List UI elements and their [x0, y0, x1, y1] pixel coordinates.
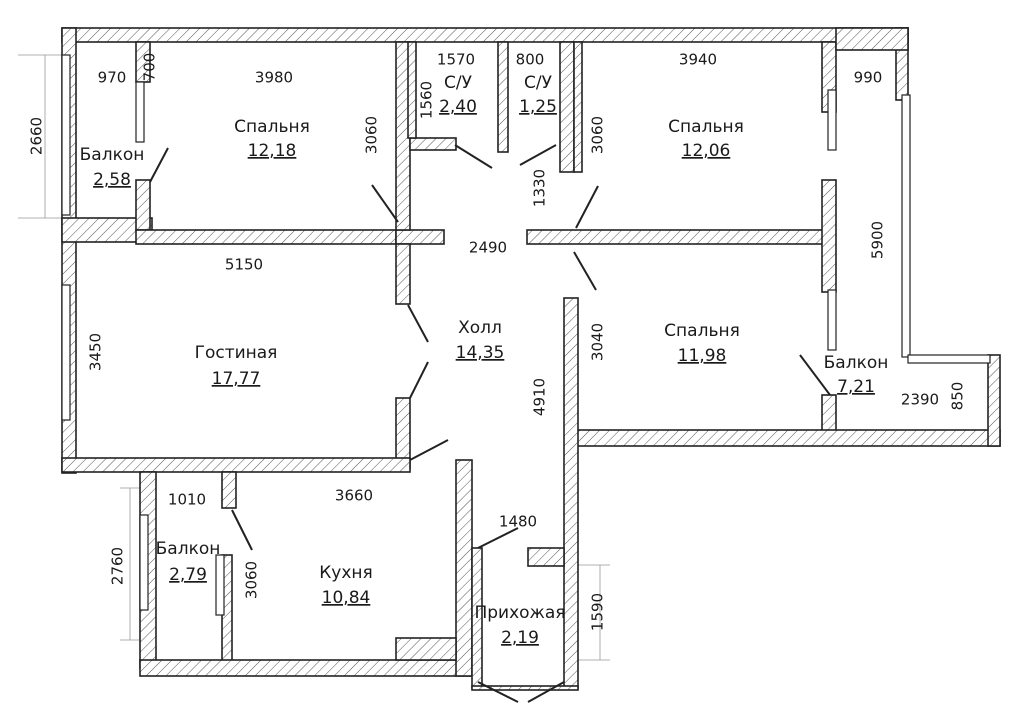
dimension-label: 2660 — [28, 117, 46, 155]
dimension-label: 990 — [854, 69, 883, 87]
dimension-label: 5150 — [225, 256, 263, 274]
balcony-1-area: 2,58 — [93, 170, 131, 190]
balcony-2-area: 7,21 — [837, 377, 875, 397]
balcony-3-name: Балкон — [156, 539, 221, 559]
dimension-label: 3940 — [679, 51, 717, 69]
dimension-label: 3060 — [243, 561, 261, 599]
bedroom-1-name: Спальня — [234, 117, 310, 137]
dimension-label: 2490 — [469, 239, 507, 257]
bath-1-area: 2,40 — [439, 97, 477, 117]
dimension-label: 3450 — [87, 333, 105, 371]
dimension-label: 1330 — [531, 169, 549, 207]
dimension-label: 850 — [949, 382, 967, 411]
dimension-label: 3980 — [255, 69, 293, 87]
bath-1-name: С/У — [444, 73, 473, 93]
hall-area: 14,35 — [456, 343, 505, 363]
kitchen-area: 10,84 — [322, 588, 371, 608]
balcony-2-name: Балкон — [824, 353, 889, 373]
dimension-label: 700 — [141, 53, 159, 82]
bath-2-area: 1,25 — [519, 97, 557, 117]
dimension-guides — [18, 54, 610, 661]
living-name: Гостиная — [195, 343, 278, 363]
kitchen-name: Кухня — [319, 563, 373, 583]
dimension-label: 3660 — [335, 487, 373, 505]
dimension-label: 2390 — [901, 391, 939, 409]
dimension-label: 2760 — [109, 547, 127, 585]
dimension-label: 1480 — [499, 513, 537, 531]
dimension-label: 1570 — [437, 51, 475, 69]
bath-2-name: С/У — [524, 73, 553, 93]
bedroom-3-name: Спальня — [664, 321, 740, 341]
dimension-label: 3060 — [363, 116, 381, 154]
dimension-label: 800 — [516, 51, 545, 69]
dimension-label: 1560 — [418, 81, 436, 119]
windows — [61, 54, 991, 616]
bedroom-3-area: 11,98 — [678, 346, 727, 366]
bedroom-2-name: Спальня — [668, 117, 744, 137]
dimension-label: 1590 — [589, 593, 607, 631]
hall-name: Холл — [458, 318, 502, 338]
dimension-label: 3040 — [589, 323, 607, 361]
entrance-area: 2,19 — [501, 628, 539, 648]
living-area: 17,77 — [212, 369, 261, 389]
bedroom-2-area: 12,06 — [682, 141, 731, 161]
doors — [149, 144, 831, 703]
dimension-label: 4910 — [531, 378, 549, 416]
dimension-label: 5900 — [869, 221, 887, 259]
dimension-label: 970 — [98, 69, 127, 87]
balcony-1-name: Балкон — [80, 145, 145, 165]
dimension-label: 1010 — [168, 491, 206, 509]
dimension-label: 3060 — [589, 116, 607, 154]
bedroom-1-area: 12,18 — [248, 141, 297, 161]
balcony-3-area: 2,79 — [169, 565, 207, 585]
entrance-name: Прихожая — [474, 603, 565, 623]
room-labels: Спальня12,18С/У2,40С/У1,25Спальня12,06Ба… — [80, 73, 889, 648]
